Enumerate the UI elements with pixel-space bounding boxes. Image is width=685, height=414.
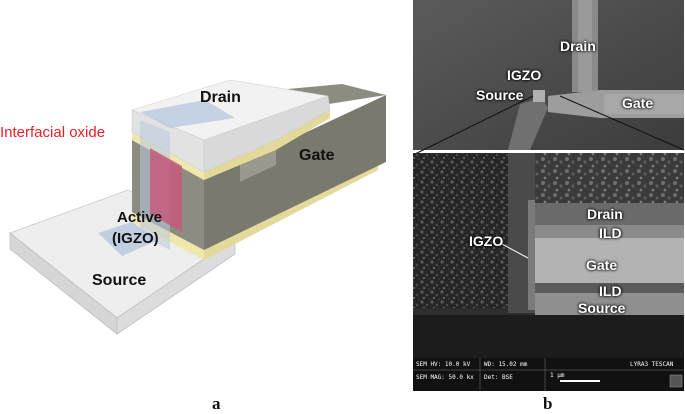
interfacial-oxide-layer — [150, 148, 182, 232]
label-interfacial-oxide: Interfacial oxide — [0, 124, 106, 141]
sem-upper-grain — [535, 153, 684, 203]
sem-label-igzo-top: IGZO — [507, 67, 542, 83]
igzo-column-top — [140, 100, 235, 128]
sem-label-gate: Gate — [586, 257, 618, 273]
gate-step — [240, 150, 276, 182]
gate-side — [204, 95, 386, 250]
sem-source-band — [535, 293, 684, 315]
sem-wd: WD: 15.02 mm — [484, 361, 528, 368]
panel-a-letter: a — [212, 394, 221, 413]
label-active: Active — [117, 209, 163, 226]
igzo-pointer — [499, 242, 529, 259]
sem-label-drain: Drain — [587, 206, 623, 222]
sem-label-ild-bottom: ILD — [599, 283, 622, 299]
device-schematic — [9, 79, 386, 335]
sem-scale: 1 μm — [550, 372, 565, 379]
sem-det: Det: BSE — [484, 374, 513, 381]
ild-upper-side — [204, 140, 276, 180]
label-gate: Gate — [299, 147, 335, 164]
label-active-igzo: (IGZO) — [112, 230, 159, 247]
sem-drain-line-edge — [578, 0, 592, 92]
sem-left-grain — [413, 153, 508, 308]
sem-label-source: Source — [578, 300, 626, 316]
sem-ild-band-bottom — [535, 283, 684, 293]
sem-label-gate-top: Gate — [622, 95, 654, 111]
drain-side — [203, 95, 331, 173]
sem-mag: SEM MAG: 50.0 kx — [416, 374, 474, 381]
sem-bottom-dark — [413, 315, 684, 358]
source-slab-side — [116, 237, 236, 335]
sem-hv: SEM HV: 10.0 kV — [416, 361, 471, 368]
sem-panel — [412, 0, 685, 391]
sem-top-image — [413, 0, 684, 150]
ild-upper-side2 — [276, 110, 330, 150]
tescan-logo-icon — [669, 374, 683, 388]
label-source: Source — [92, 272, 147, 289]
sem-info-bar — [413, 358, 684, 391]
sem-igzo-spot — [533, 90, 545, 102]
sem-gate-band — [535, 238, 684, 283]
sem-label-igzo: IGZO — [469, 233, 504, 249]
sem-source-line — [508, 98, 548, 150]
panel-b-letter: b — [543, 394, 553, 413]
scale-bar — [560, 380, 600, 382]
sem-label-drain-top: Drain — [560, 38, 596, 54]
zoom-line-left — [412, 95, 534, 156]
sem-drain-band — [535, 203, 684, 225]
sem-label-source-top: Source — [476, 87, 524, 103]
label-drain: Drain — [200, 89, 241, 106]
sem-instrument: LYRA3 TESCAN — [630, 361, 674, 368]
sem-gate-pad-inner — [604, 94, 684, 114]
sem-label-ild-top: ILD — [599, 225, 622, 241]
zoom-line-right — [559, 95, 685, 151]
sem-ild-band-top — [535, 225, 684, 238]
sem-igzo-sidewall-bright — [528, 200, 535, 310]
